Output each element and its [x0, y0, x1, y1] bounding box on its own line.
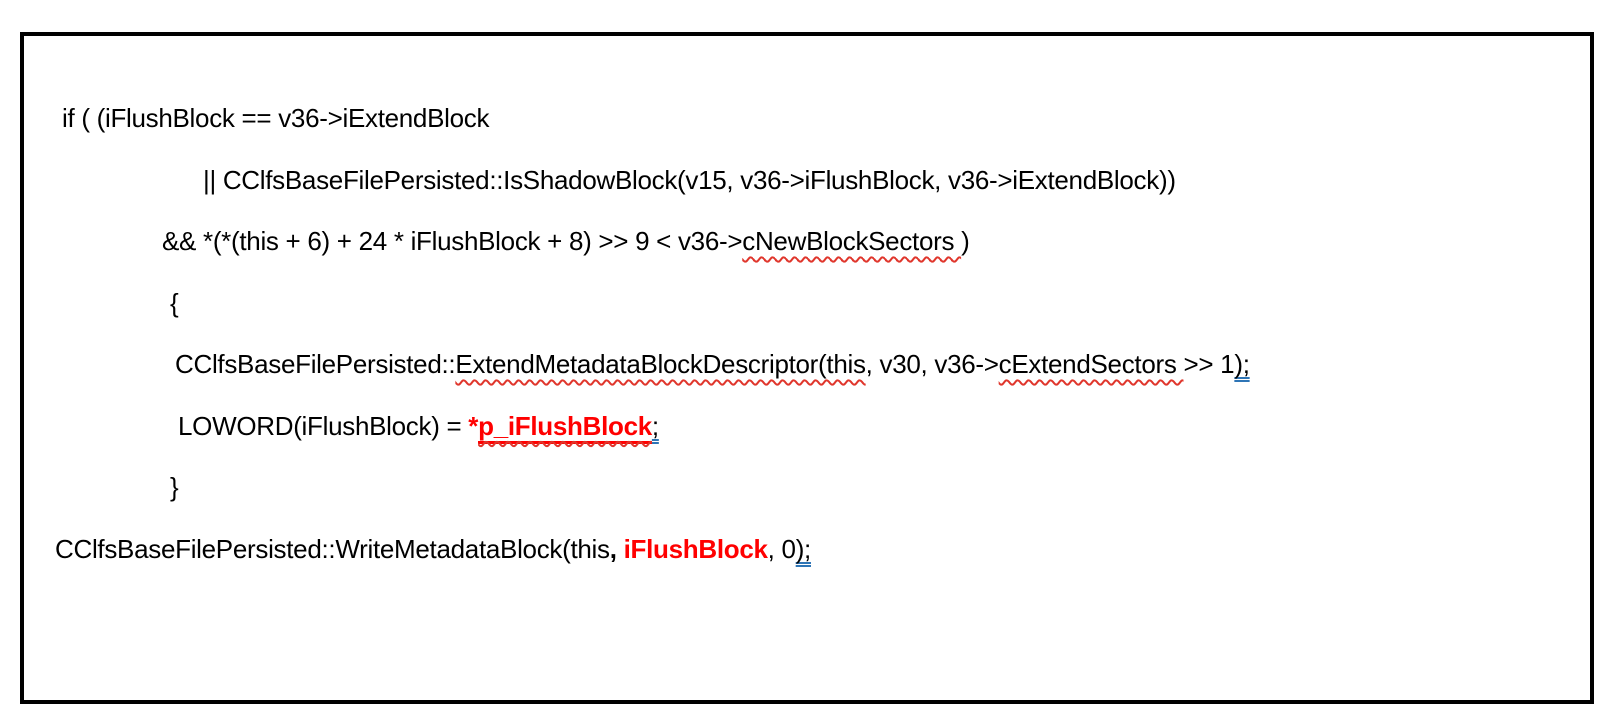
highlighted-red-underlined-text: p_iFlushBlock	[478, 410, 652, 444]
bold-comma-text: ,	[609, 533, 617, 564]
code-line: || CClfsBaseFilePersisted::IsShadowBlock…	[203, 150, 1590, 212]
code-line: LOWORD(iFlushBlock) = *p_iFlushBlock;	[178, 396, 1590, 458]
spell-flagged-text: ExtendMetadataBlockDescriptor(this	[455, 349, 866, 379]
code-text: >> 1	[1183, 349, 1235, 379]
spell-flagged-text: cNewBlockSectors	[742, 226, 962, 256]
code-text: && *(*(this + 6) + 24 * iFlushBlock + 8)…	[162, 226, 743, 256]
code-line: && *(*(this + 6) + 24 * iFlushBlock + 8)…	[162, 211, 1590, 273]
code-line: }	[170, 457, 1590, 519]
code-text: }	[170, 472, 179, 502]
highlighted-red-text: iFlushBlock	[623, 533, 768, 564]
code-text: , v30, v36->	[865, 349, 999, 379]
grammar-flagged-text: );	[1234, 349, 1250, 379]
grammar-flagged-text: );	[795, 533, 812, 564]
code-text: , 0	[767, 533, 796, 564]
code-frame-border: if ( (iFlushBlock == v36->iExtendBlock ||…	[20, 32, 1594, 704]
spell-flagged-text: cExtendSectors	[998, 349, 1184, 379]
code-text: CClfsBaseFilePersisted::	[175, 349, 456, 379]
code-text: )	[961, 226, 970, 256]
code-text: CClfsBaseFilePersisted::WriteMetadataBlo…	[55, 533, 610, 564]
code-line: {	[170, 273, 1590, 335]
code-text: || CClfsBaseFilePersisted::IsShadowBlock…	[203, 164, 1176, 195]
code-line: CClfsBaseFilePersisted::WriteMetadataBlo…	[55, 519, 1590, 581]
code-text: LOWORD(iFlushBlock) =	[178, 410, 469, 441]
code-text	[617, 534, 624, 564]
highlighted-red-text: *	[468, 410, 479, 441]
code-text: if ( (iFlushBlock == v36->iExtendBlock	[62, 103, 490, 133]
grammar-flagged-text: ;	[651, 410, 659, 441]
code-block: if ( (iFlushBlock == v36->iExtendBlock ||…	[24, 88, 1590, 580]
code-line: CClfsBaseFilePersisted::ExtendMetadataBl…	[175, 334, 1590, 396]
code-text: {	[170, 287, 179, 318]
code-line: if ( (iFlushBlock == v36->iExtendBlock	[62, 88, 1590, 150]
